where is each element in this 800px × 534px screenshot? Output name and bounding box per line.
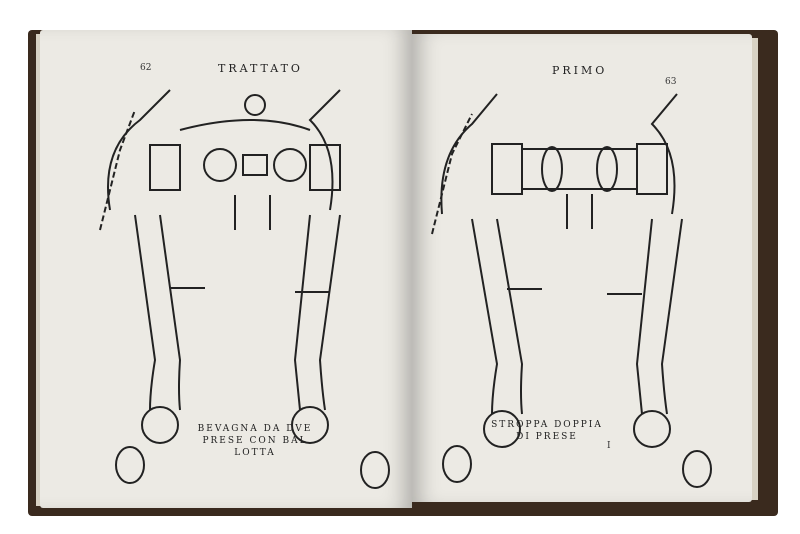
page-edges-right bbox=[748, 38, 758, 500]
page-number: 63 bbox=[665, 77, 677, 87]
signature-mark: I bbox=[607, 441, 611, 451]
right-page: PRIMO 63 STROPPA DOPPIA DI PRESE I bbox=[412, 34, 752, 502]
illustration-caption: BEVAGNA DA DVE PRESE CON BAL LOTTA bbox=[180, 423, 330, 459]
left-page: 62 TRATTATO BEVAGNA DA DVE PRESE CON BAL… bbox=[40, 30, 412, 508]
horse-bit-woodcut-illustration bbox=[99, 89, 390, 489]
caption-line: BEVAGNA DA DVE bbox=[197, 424, 313, 434]
page-number: 62 bbox=[140, 63, 152, 73]
illustration-caption: STROPPA DOPPIA DI PRESE bbox=[467, 419, 627, 443]
caption-line: LOTTA bbox=[234, 448, 276, 458]
running-head: TRATTATO bbox=[218, 62, 303, 75]
horse-bit-woodcut-illustration bbox=[431, 93, 712, 488]
caption-line: PRESE CON BAL bbox=[202, 436, 308, 446]
running-head: PRIMO bbox=[552, 64, 608, 77]
caption-line: STROPPA DOPPIA bbox=[491, 420, 603, 430]
caption-line: DI PRESE bbox=[516, 432, 578, 442]
